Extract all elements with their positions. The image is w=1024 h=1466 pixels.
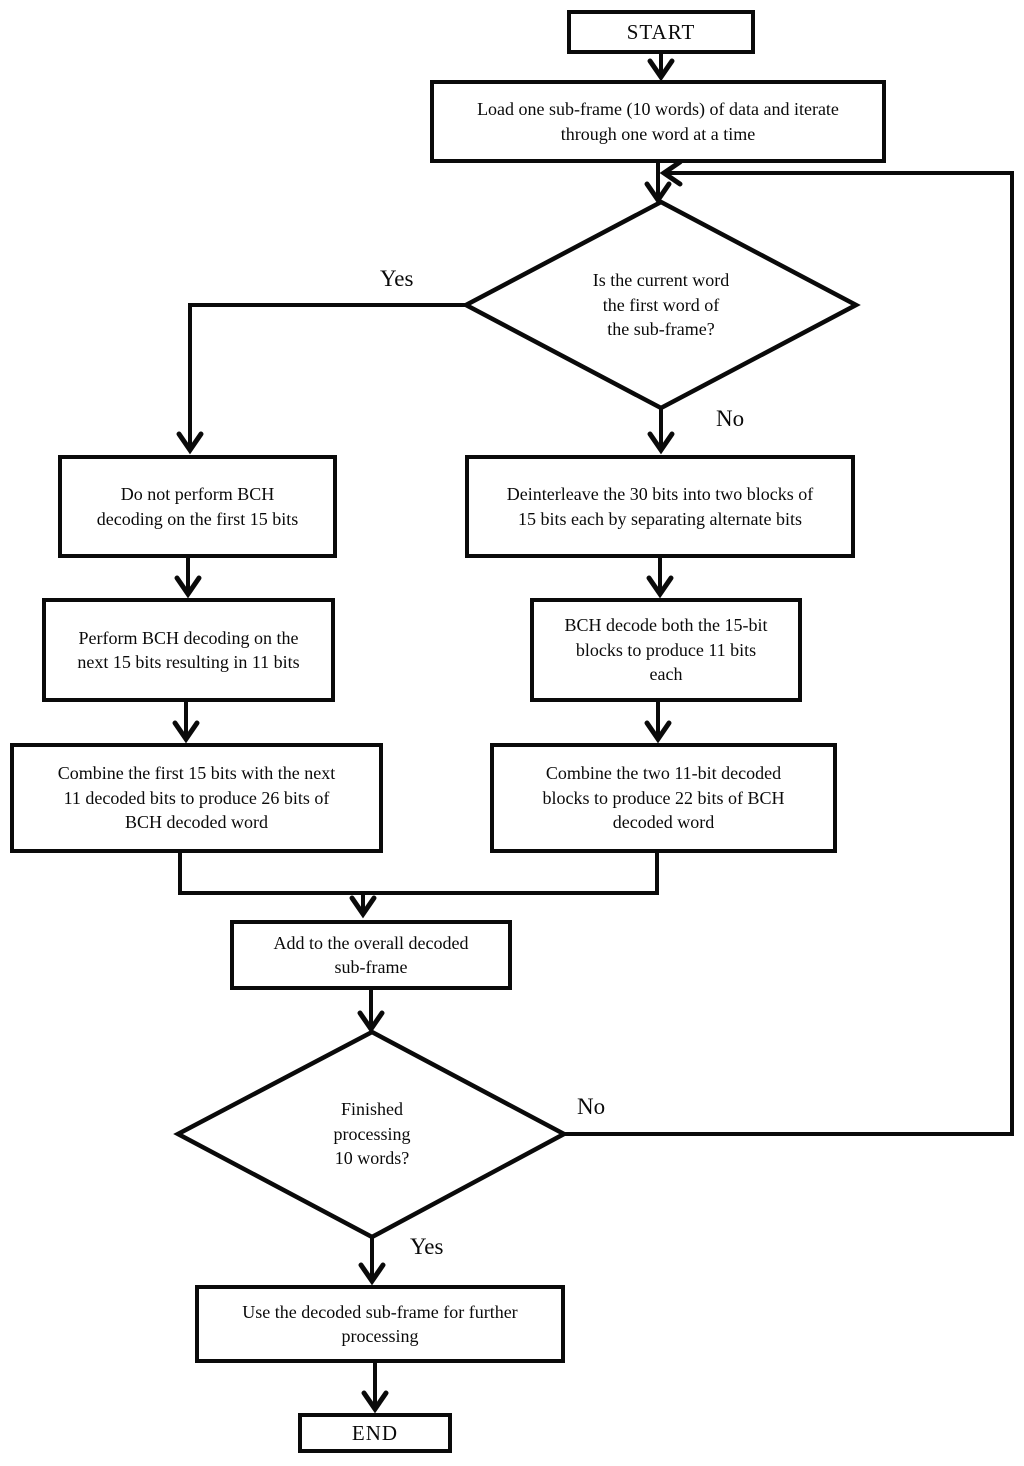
no-label-first-word: No — [716, 406, 745, 431]
deinterleave-node: Deinterleave the 30 bits into two blocks… — [465, 455, 855, 558]
arrowhead-down-yes-into-use-icon — [358, 1262, 386, 1286]
decision-finished-label: Finished processing 10 words? — [333, 1098, 411, 1169]
edge-merge-branches — [178, 853, 659, 895]
perform-bch-node: Perform BCH decoding on the next 15 bits… — [42, 598, 335, 702]
edge-feedback-no-loop — [564, 171, 1014, 1136]
decision-diamond-first-word — [461, 199, 861, 411]
arrowhead-down-into-decision2-icon — [357, 1010, 385, 1034]
use-subframe-node: Use the decoded sub-frame for further pr… — [195, 1285, 565, 1363]
edge-yes-branch — [188, 303, 466, 448]
combine-26-bits-node: Combine the first 15 bits with the next … — [10, 743, 383, 853]
load-subframe-node: Load one sub-frame (10 words) of data an… — [430, 80, 886, 163]
arrowhead-down-into-right3-icon — [644, 720, 672, 744]
arrowhead-down-into-left2-icon — [174, 575, 202, 599]
yes-label-first-word: Yes — [380, 266, 414, 291]
arrowhead-left-feedback-icon — [659, 159, 683, 187]
arrowhead-down-yes-into-left1-icon — [176, 431, 204, 455]
arrowhead-down-into-add-icon — [349, 895, 377, 919]
arrowhead-down-no-into-right1-icon — [647, 431, 675, 455]
arrowhead-down-into-left3-icon — [172, 720, 200, 744]
arrowhead-down-into-decision1-icon — [644, 181, 672, 205]
combine-22-bits-node: Combine the two 11-bit decoded blocks to… — [490, 743, 837, 853]
decision-diamond-finished — [173, 1029, 569, 1240]
add-to-subframe-node: Add to the overall decoded sub-frame — [230, 920, 512, 990]
end-node: END — [298, 1413, 452, 1453]
yes-label-finished: Yes — [410, 1234, 444, 1259]
decision-first-word-label: Is the current word the first word of th… — [592, 269, 730, 340]
start-node: START — [567, 10, 755, 54]
arrowhead-down-into-load-icon — [647, 58, 675, 82]
arrowhead-down-into-end-icon — [361, 1390, 389, 1414]
skip-bch-node: Do not perform BCH decoding on the first… — [58, 455, 337, 558]
bch-decode-blocks-node: BCH decode both the 15-bit blocks to pro… — [530, 598, 802, 702]
arrowhead-down-into-right2-icon — [646, 575, 674, 599]
no-label-finished: No — [577, 1094, 606, 1119]
